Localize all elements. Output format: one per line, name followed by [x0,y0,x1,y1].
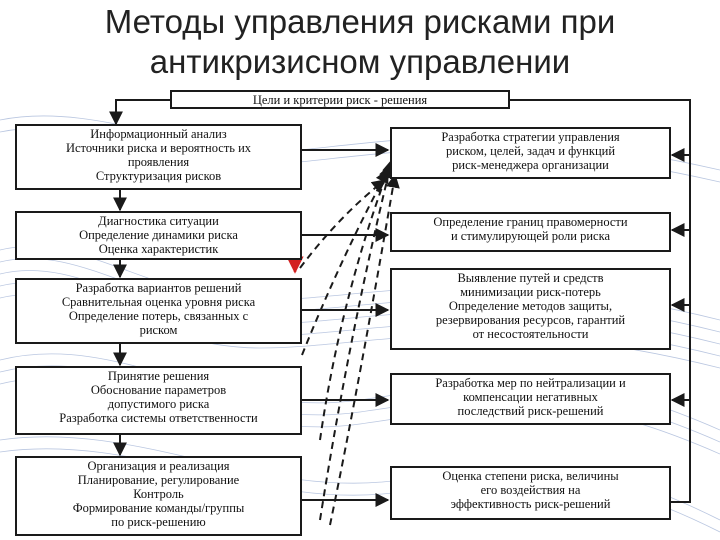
page-title: Методы управления рисками при антикризис… [30,2,690,82]
line-top-to-right [510,99,691,503]
arrow-top-to-left [109,99,170,126]
page-title-line-1: Методы управления рисками при [104,3,616,40]
right-box-risk-assessment: Оценка степени риска, величины его возде… [390,466,671,520]
left-box-decision-alternatives: Разработка вариантов решений Сравнительн… [15,278,302,344]
dashed-feedback-1 [299,179,387,269]
page-title-line-2: антикризисном управлении [149,43,571,80]
dashed-feedback-2 [301,168,389,356]
dashed-feedback-3 [319,163,393,441]
right-box-neutralization-measures: Разработка мер по нейтрализации и компен… [390,373,671,425]
right-box-strategy-development: Разработка стратегии управления риском, … [390,127,671,179]
left-box-organization-implementation: Организация и реализация Планирование, р… [15,456,302,536]
dashed-feedback-4 [319,158,396,521]
right-box-legitimacy-boundaries: Определение границ правомерности и стиму… [390,212,671,252]
goals-criteria-box: Цели и критерии риск - решения [170,90,510,109]
left-box-situation-diagnostics: Диагностика ситуации Определение динамик… [15,211,302,260]
left-box-decision-making: Принятие решения Обоснование параметров … [15,366,302,435]
right-box-loss-minimization: Выявление путей и средств минимизации ри… [390,268,671,350]
left-box-information-analysis: Информационный анализ Источники риска и … [15,124,302,190]
dashed-feedback-5 [329,173,400,526]
